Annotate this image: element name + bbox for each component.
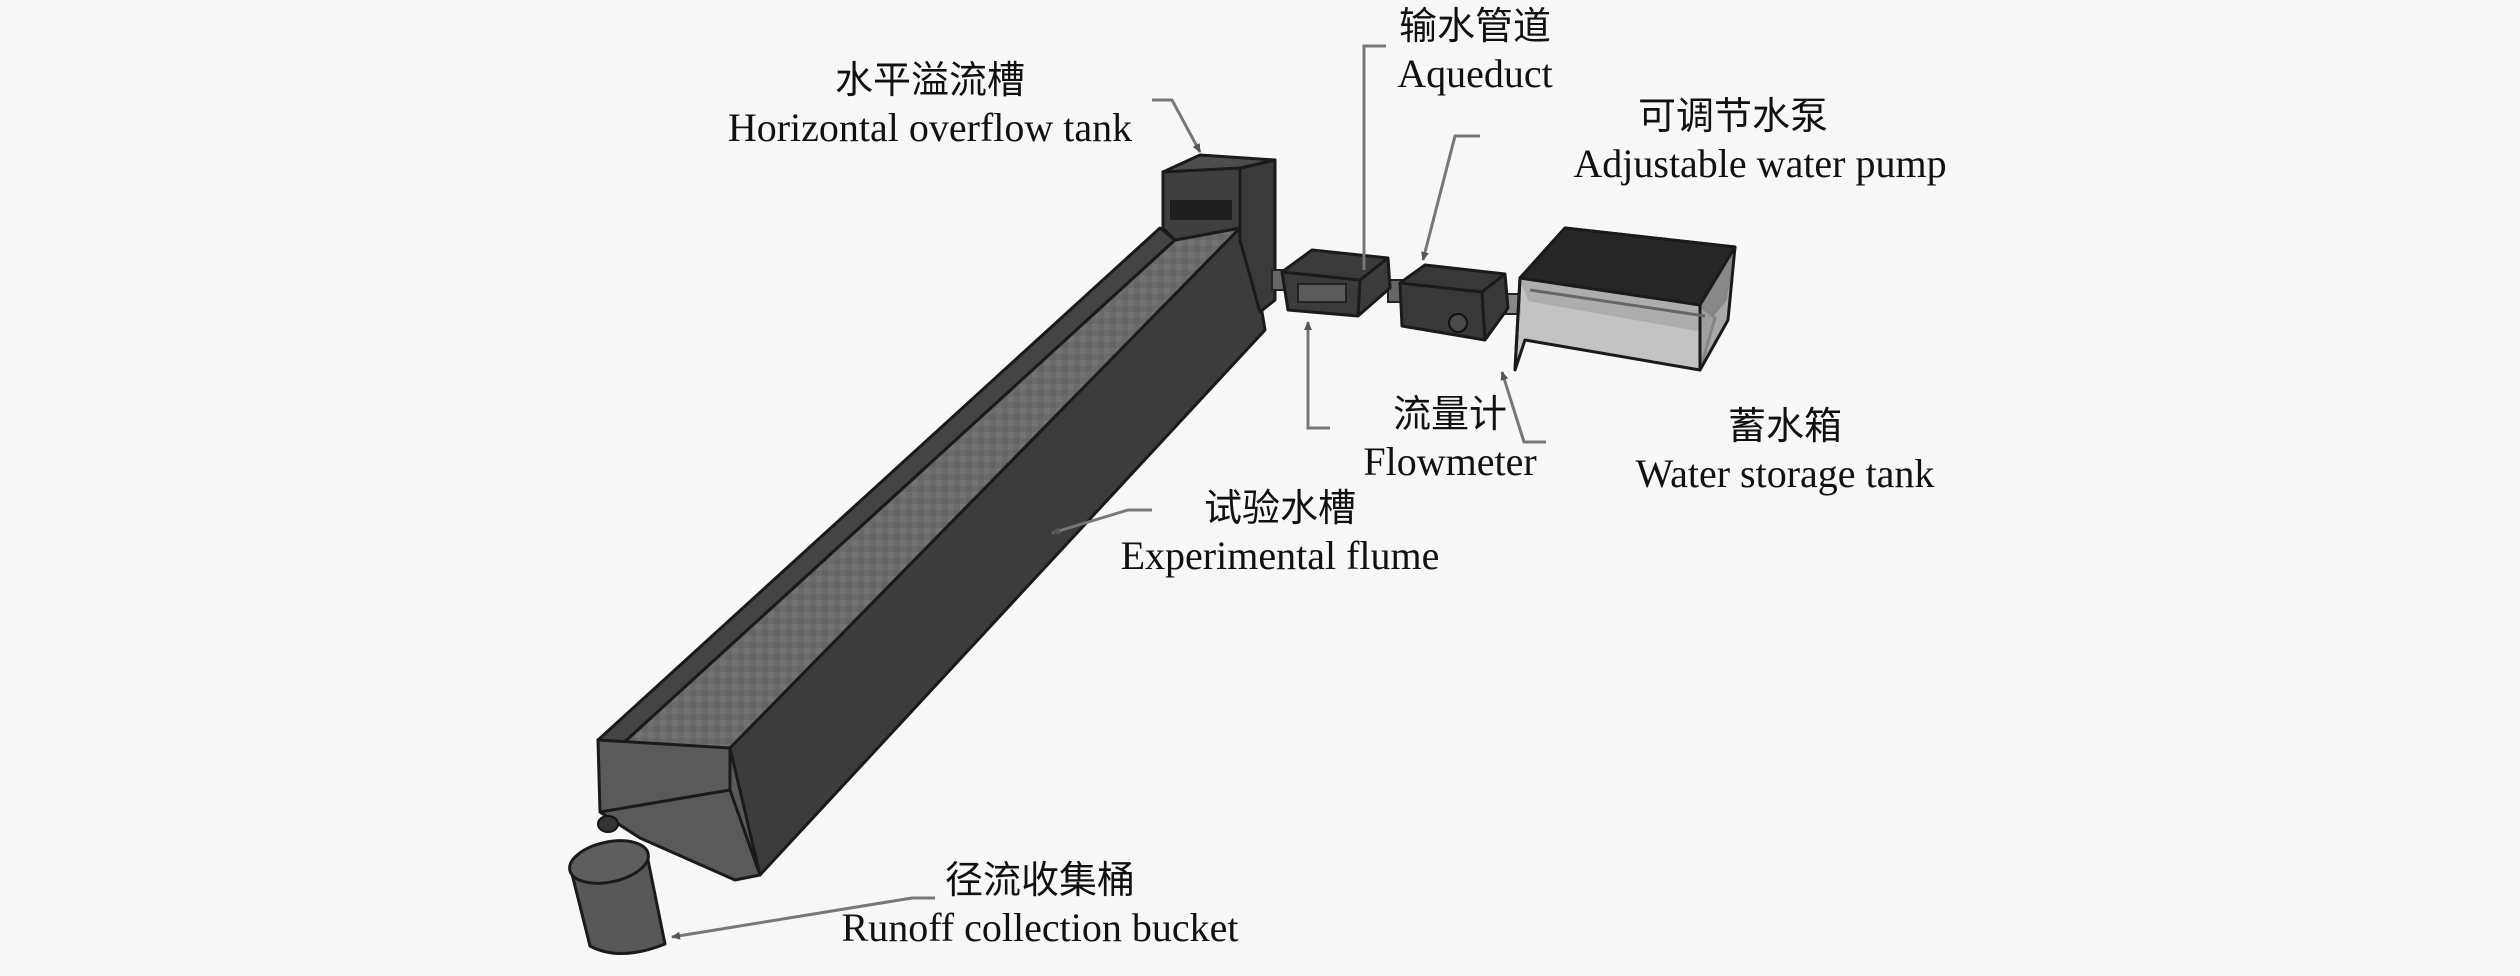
- pump-knob: [1448, 313, 1468, 333]
- label-bucket-en: Runoff collection bucket: [841, 905, 1239, 950]
- label-flume-en: Experimental flume: [1120, 533, 1440, 578]
- experimental-flume: [596, 226, 1267, 882]
- label-storage-tank-en: Water storage tank: [1635, 451, 1935, 496]
- label-overflow-tank-en: Horizontal overflow tank: [727, 105, 1133, 150]
- leader-aqueduct: [1362, 44, 1386, 270]
- runoff-collection-bucket: [568, 839, 667, 956]
- label-flume: 试验水槽 Experimental flume: [1090, 490, 1470, 576]
- label-overflow-tank-zh: 水平溢流槽: [834, 60, 1025, 102]
- label-pump-zh: 可调节水泵: [1638, 96, 1829, 138]
- overflow-weir: [1170, 200, 1232, 220]
- leader-flowmeter: [1304, 321, 1330, 430]
- label-pump-en: Adjustable water pump: [1573, 141, 1947, 186]
- flowmeter-display: [1297, 283, 1347, 303]
- label-storage-tank-zh: 蓄水箱: [1727, 406, 1842, 448]
- label-pump: 可调节水泵 Adjustable water pump: [1540, 98, 1980, 184]
- leader-flume: [1051, 508, 1152, 535]
- label-flowmeter-zh: 流量计: [1392, 394, 1507, 436]
- flowmeter: [1280, 248, 1392, 318]
- leader-overflow: [1152, 98, 1202, 153]
- horizontal-overflow-tank: [1161, 153, 1277, 314]
- leader-lines: [671, 44, 1546, 940]
- label-flowmeter: 流量计 Flowmeter: [1340, 396, 1560, 482]
- leader-bucket: [671, 896, 935, 940]
- label-aqueduct-zh: 输水管道: [1398, 6, 1551, 48]
- leader-pump: [1421, 134, 1480, 261]
- flume-outlet: [597, 815, 619, 833]
- adjustable-water-pump: [1398, 263, 1510, 342]
- leader-storage: [1500, 371, 1546, 444]
- label-flume-zh: 试验水槽: [1203, 488, 1356, 530]
- label-aqueduct-en: Aqueduct: [1397, 51, 1553, 96]
- label-bucket-zh: 径流收集桶: [944, 860, 1135, 902]
- label-overflow-tank: 水平溢流槽 Horizontal overflow tank: [700, 62, 1160, 148]
- label-storage-tank: 蓄水箱 Water storage tank: [1600, 408, 1970, 494]
- label-bucket: 径流收集桶 Runoff collection bucket: [800, 862, 1280, 948]
- water-storage-tank: [1513, 226, 1737, 372]
- label-flowmeter-en: Flowmeter: [1363, 439, 1537, 484]
- label-aqueduct: 输水管道 Aqueduct: [1395, 8, 1555, 94]
